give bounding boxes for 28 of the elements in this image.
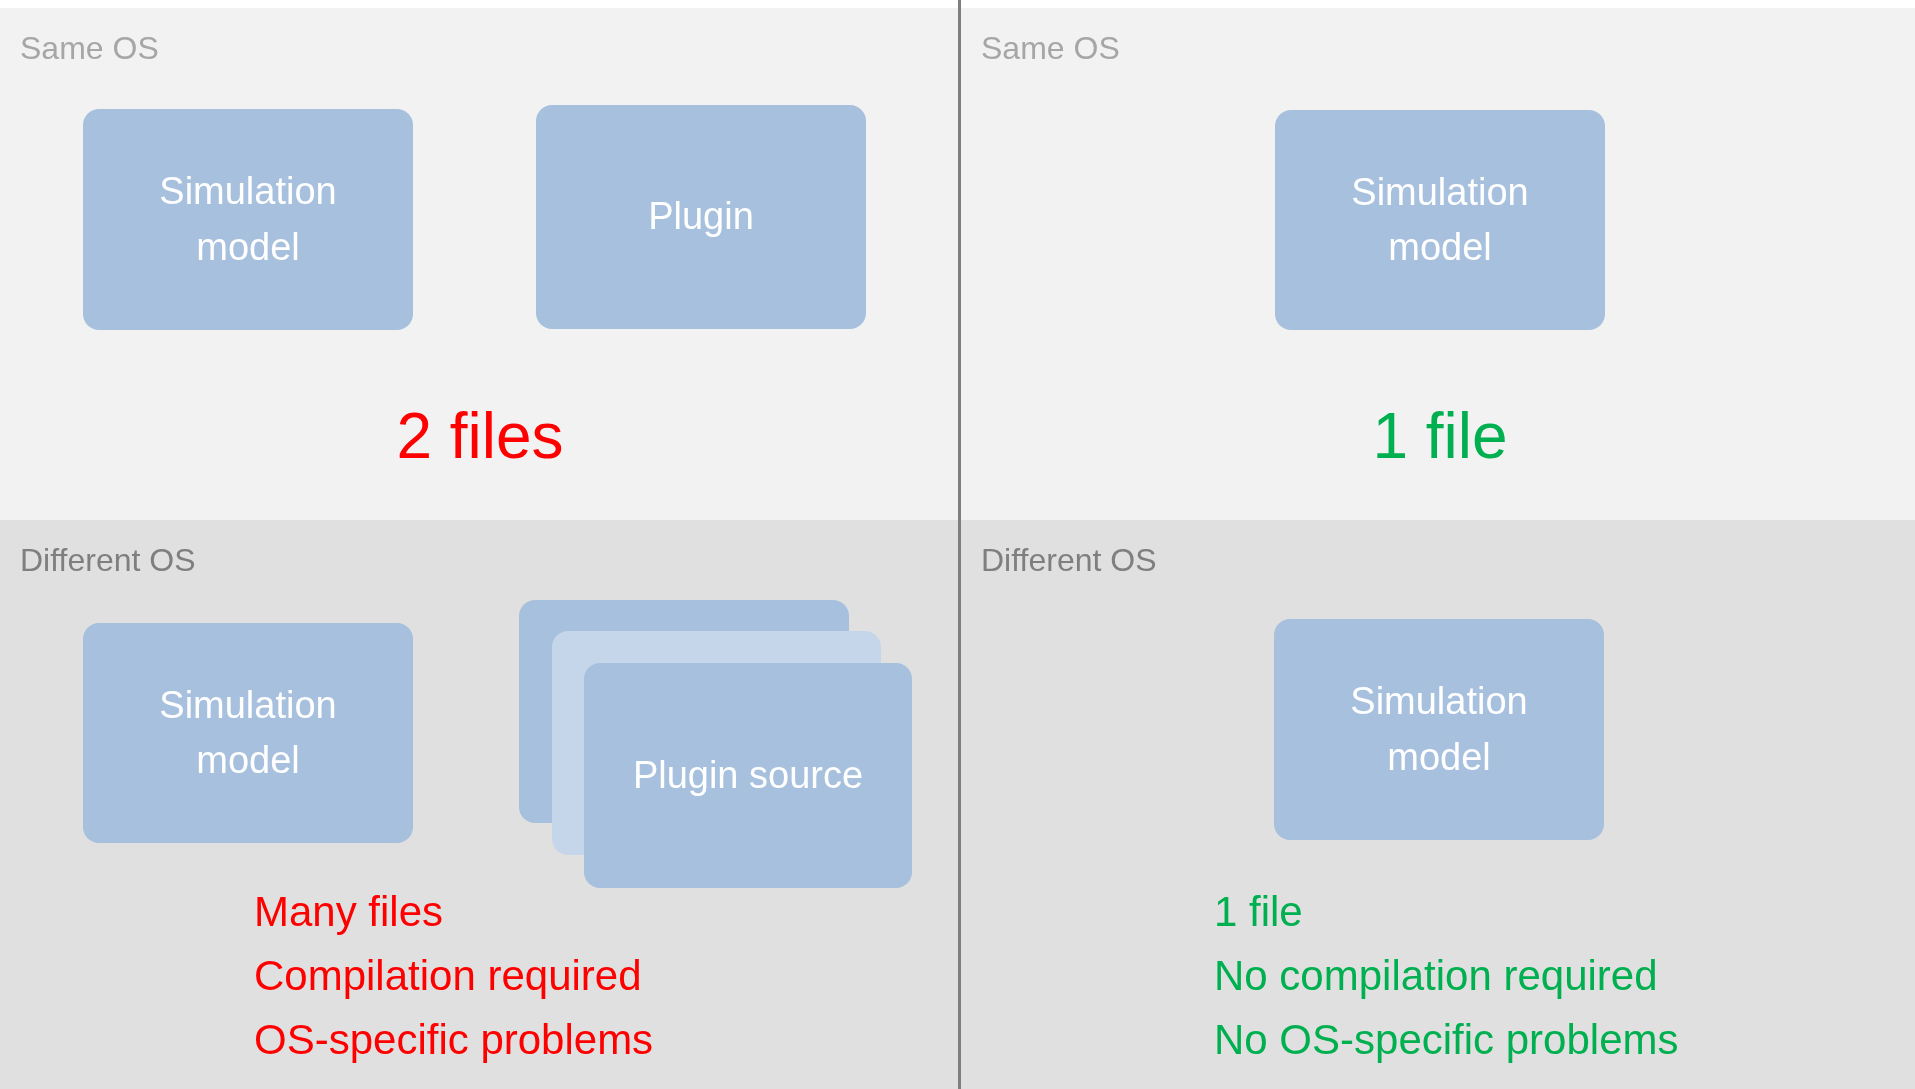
box-label: Simulation model [158,682,338,783]
file-box [1275,110,1605,330]
file-box [83,623,413,843]
box-label: Plugin [647,194,755,240]
box-label: Plugin source [631,752,865,798]
note-text: OS-specific problems [254,1015,654,1065]
note-text: 1 file [1214,887,1303,937]
box-label: Simulation model [1349,679,1529,780]
panel-background [961,520,1915,1089]
note-text: No compilation required [1214,951,1658,1001]
file-box [83,109,413,330]
box-label: Simulation model [158,169,338,270]
stacked-file-cards [519,600,912,888]
panel-heading: Same OS [981,30,1120,67]
summary-text: 2 files [396,399,564,474]
panel-heading: Different OS [20,542,196,579]
note-text: Compilation required [254,951,642,1001]
note-text: No OS-specific problems [1214,1015,1679,1065]
panel-background [0,8,958,520]
panel-background [961,8,1915,520]
panel-heading: Different OS [981,542,1157,579]
summary-text: 1 file [1372,399,1508,474]
file-box [1274,619,1604,840]
file-box [536,105,866,329]
box-label: Simulation model [1350,169,1530,270]
note-text: Many files [254,887,444,937]
panel-background [0,520,958,1089]
panel-heading: Same OS [20,30,159,67]
